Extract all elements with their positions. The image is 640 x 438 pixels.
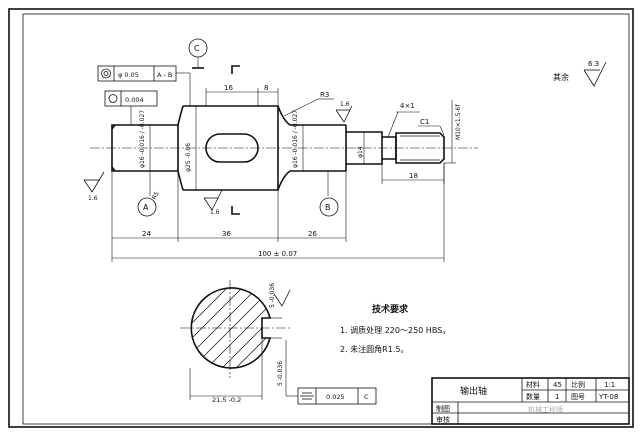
dim-18: 18: [409, 172, 418, 180]
datum-b-label: B: [325, 203, 331, 212]
thread-label: M10×1.5-6f: [455, 104, 462, 140]
r5-label: R5: [151, 190, 161, 201]
roughness-left: 1.6: [83, 171, 105, 202]
section-outline: [190, 287, 272, 369]
chamfer-c1: C1: [420, 118, 429, 126]
qty-label: 数量: [526, 392, 540, 401]
tech-req-item-1: 1. 调质处理 220～250 HBS。: [340, 325, 450, 335]
tech-req-title: 技术要求: [372, 303, 409, 315]
roughness-mid: 1.6: [203, 189, 223, 216]
dim-26: 26: [308, 230, 317, 238]
tech-req-item-2: 2. 未注圆角R1.5。: [340, 344, 408, 354]
inner-border: [22, 13, 630, 425]
cylindricity-value: 0.004: [125, 96, 144, 104]
material-label: 材料: [526, 380, 540, 389]
general-roughness-value: 6.3: [588, 60, 599, 68]
section-mark-bottom: [231, 206, 240, 215]
roughness-mid-value: 1.6: [210, 209, 220, 216]
key-h-dim: 5 -0.036: [277, 361, 284, 386]
roughness-right-value: 1.6: [340, 101, 350, 108]
title-block: 输出轴 材料 45 比例 1:1 数量 1 图号 YT-08 制图 审核: [431, 377, 630, 425]
dim-16: 16: [224, 84, 233, 92]
outer-border: [8, 8, 634, 428]
runout-value: φ 0.05: [118, 71, 139, 79]
drawing-no-value: YT-08: [598, 393, 618, 401]
r3-transition: [277, 105, 346, 126]
roughness-left-value: 1.6: [88, 195, 98, 202]
thread-section: [395, 132, 445, 164]
watermark-text: 机械工程师: [528, 405, 563, 414]
r3-label: R3: [320, 91, 329, 99]
dim-8: 8: [264, 84, 268, 92]
symmetry-value: 0.025: [326, 393, 345, 401]
dia-right-label: φ16 -0.016 / -0.027: [292, 110, 299, 168]
section-mark-top: [231, 65, 240, 74]
datum-c-label: C: [194, 44, 200, 53]
datum-b-circle: [319, 197, 339, 217]
symmetry-ref: C: [364, 393, 369, 401]
general-roughness: 其余 6.3: [553, 60, 607, 87]
datum-a-circle: [137, 197, 157, 217]
qty-value: 1: [555, 393, 559, 401]
checked-label: 审核: [436, 415, 450, 424]
dim-36: 36: [222, 230, 231, 238]
drawing-no-label: 图号: [571, 393, 585, 401]
runout-ref: A - B: [157, 71, 172, 79]
symmetry-frame: 0.025 C: [285, 340, 377, 405]
dim-24: 24: [142, 230, 151, 238]
material-value: 45: [553, 381, 562, 389]
drawn-label: 制图: [436, 404, 450, 413]
datum-a-label: A: [143, 203, 149, 212]
dim-4x1: 4×1: [400, 102, 415, 110]
keyway-slot: [205, 133, 259, 163]
cylindricity-frame: 0.004: [104, 90, 158, 125]
dia-mid-label: φ25 -0.06: [185, 143, 192, 172]
roughness-right: 1.6: [335, 101, 353, 123]
main-view: φ16 -0.016 / -0.027 φ25 -0.06 φ16 -0.016…: [83, 38, 478, 262]
general-roughness-prefix: 其余: [553, 72, 569, 82]
dia-14-label: φ14: [357, 146, 364, 158]
scale-label: 比例: [571, 380, 585, 389]
part-name: 输出轴: [460, 385, 487, 397]
roughness-section: [273, 289, 291, 307]
runout-frame: φ 0.05 A - B: [97, 65, 191, 106]
total-length: 100 ± 0.07: [258, 250, 297, 258]
scale-value: 1:1: [604, 381, 615, 389]
key-width-dim: 5 -0.036: [269, 283, 276, 308]
dia-left-label: φ16 -0.016 / -0.027: [139, 110, 146, 168]
section-depth-dim: 21.5 -0.2: [212, 396, 241, 404]
technical-requirements: 技术要求 1. 调质处理 220～250 HBS。 2. 未注圆角R1.5。: [340, 303, 450, 354]
main-body: [183, 105, 279, 191]
